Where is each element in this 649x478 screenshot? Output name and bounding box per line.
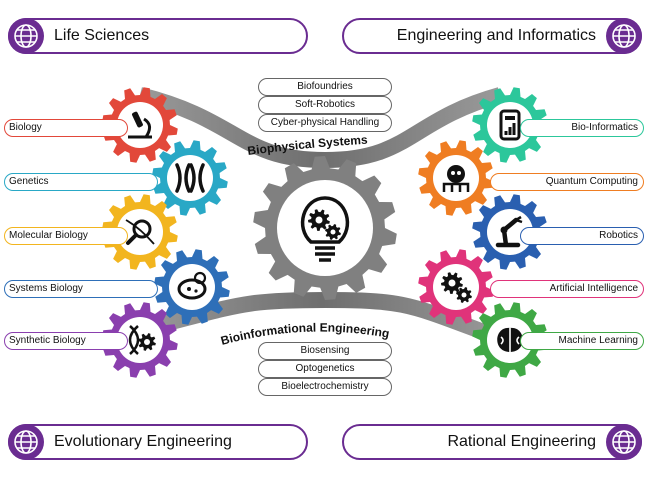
gear-artificial-intelligence	[418, 249, 494, 325]
gear-systems-biology	[154, 249, 230, 325]
pill-cyber-physical-handling: Cyber-physical Handling	[258, 114, 392, 132]
banner-text: Engineering and Informatics	[396, 27, 596, 44]
gear-genetics	[152, 140, 228, 216]
dna-magnifier-icon	[125, 219, 155, 245]
pill-optogenetics: Optogenetics	[258, 360, 392, 378]
label-robotics: Robotics	[520, 227, 644, 245]
gear-robotics	[472, 194, 548, 270]
label-molecular-biology: Molecular Biology	[4, 227, 128, 245]
gear-quantum-computing	[418, 140, 494, 216]
device-chart-icon	[499, 109, 521, 141]
label-systems-biology: Systems Biology	[4, 280, 158, 298]
banner-rational-engineering: Rational Engineering	[342, 424, 642, 460]
globe-icon	[8, 424, 44, 460]
gear-molecular-biology	[102, 194, 178, 270]
banner-text: Life Sciences	[54, 27, 150, 44]
globe-icon	[606, 18, 642, 54]
label-bio-informatics: Bio-Informatics	[520, 119, 644, 137]
brain-icon	[497, 327, 523, 352]
label-artificial-intelligence: Artificial Intelligence	[490, 280, 644, 298]
center-gear	[253, 156, 397, 300]
pill-biofoundries: Biofoundries	[258, 78, 392, 96]
label-biology: Biology	[4, 119, 128, 137]
gear-synthetic-biology	[102, 302, 178, 378]
petri-dish-icon	[177, 271, 207, 300]
globe-icon	[8, 18, 44, 54]
pill-bioelectrochemistry: Bioelectrochemistry	[258, 378, 392, 396]
banner-text: Evolutionary Engineering	[54, 433, 232, 450]
banner-text: Rational Engineering	[447, 433, 596, 450]
dna-gear-icon	[128, 325, 156, 355]
pill-soft-robotics: Soft-Robotics	[258, 96, 392, 114]
label-genetics: Genetics	[4, 173, 158, 191]
label-machine-learning: Machine Learning	[520, 332, 644, 350]
banner-evolutionary-engineering: Evolutionary Engineering	[8, 424, 308, 460]
globe-icon	[606, 424, 642, 460]
gear-biology	[102, 87, 178, 163]
lightbulb-gear-icon	[300, 196, 350, 262]
quantum-chip-icon	[442, 165, 470, 192]
label-quantum-computing: Quantum Computing	[490, 173, 644, 191]
robot-arm-icon	[495, 215, 523, 248]
gear-bio-informatics	[472, 87, 548, 163]
pill-biosensing: Biosensing	[258, 342, 392, 360]
banner-life-sciences: Life Sciences	[8, 18, 308, 54]
microscope-icon	[128, 111, 152, 139]
label-synthetic-biology: Synthetic Biology	[4, 332, 128, 350]
gear-machine-learning	[472, 302, 548, 378]
chromosome-icon	[175, 163, 205, 193]
banner-engineering-informatics: Engineering and Informatics	[342, 18, 642, 54]
gears-icon	[441, 272, 472, 303]
